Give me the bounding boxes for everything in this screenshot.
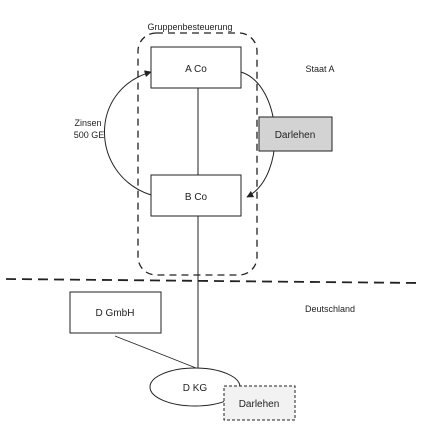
d-gmbh-label: D GmbH — [96, 308, 135, 319]
deutschland-label: Deutschland — [305, 304, 355, 314]
interest-label-line1: Zinsen — [74, 118, 101, 128]
loan-upper-label: Darlehen — [275, 130, 316, 141]
group-label: Gruppenbesteuerung — [147, 22, 232, 32]
b-co-box — [150, 174, 242, 217]
b-co-label: B Co — [185, 192, 208, 203]
loan-lower-label: Darlehen — [239, 399, 280, 410]
interest-arrow — [104, 70, 152, 196]
gmbh-kg-line — [114, 335, 197, 369]
interest-label-line2: 500 GE — [74, 130, 105, 140]
a-co-label: A Co — [185, 64, 207, 75]
d-kg-label: D KG — [183, 383, 208, 394]
loan-upper-box — [258, 116, 333, 152]
border-line — [5, 278, 421, 284]
loan-lower-box — [223, 385, 296, 421]
a-co-box — [150, 46, 242, 89]
staat-a-label: Staat A — [305, 64, 334, 74]
d-gmbh-box — [69, 291, 162, 334]
